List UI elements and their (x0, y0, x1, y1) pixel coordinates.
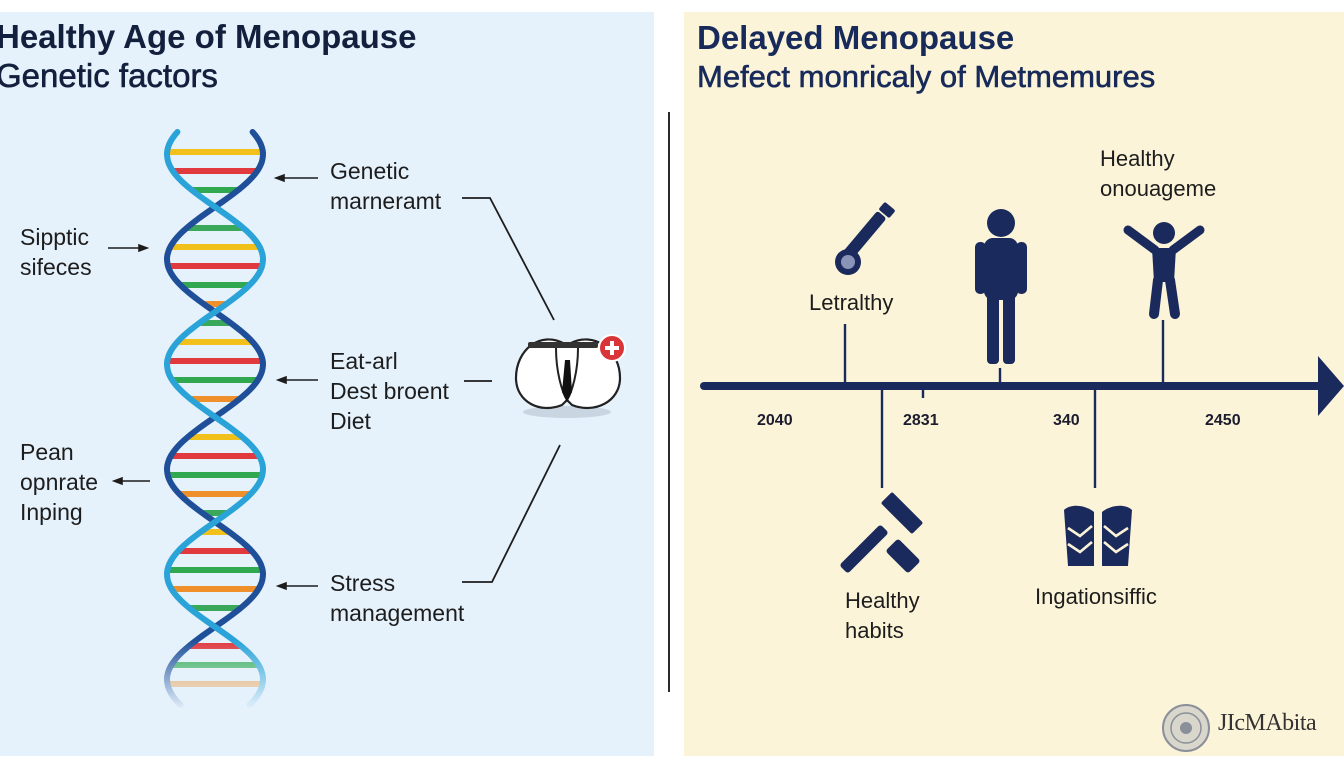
label-healthy-top: Healthy onouageme (1100, 146, 1217, 201)
thyroid-organ-icon (514, 334, 626, 418)
dna-base-pair (199, 320, 231, 326)
timeline-tick-4: 2450 (1205, 412, 1241, 429)
dna-base-pair (178, 548, 252, 554)
dna-base-pair (177, 339, 253, 345)
right-subtitle: Mefect monricaly of Metmemures (697, 59, 1156, 95)
dna-base-pair (170, 244, 260, 250)
dna-strand-b (163, 129, 267, 708)
timeline-tick-2: 2831 (903, 412, 939, 429)
label-healthy-habits: Healthy habits (845, 588, 920, 643)
left-title: Healthy Age of Menopause (0, 18, 417, 55)
dna-base-pair (167, 149, 263, 155)
panel-divider (668, 112, 670, 692)
dna-helix-icon (108, 129, 626, 710)
dna-base-pair (189, 605, 241, 611)
watermark-logo: JIcMAbita (1218, 710, 1317, 736)
label-pean: Pean opnrate Inping (20, 439, 99, 525)
dna-base-pair (186, 225, 244, 231)
arrows (108, 173, 318, 591)
hands-icon (1064, 505, 1132, 566)
dna-base-pair (171, 586, 259, 592)
standing-person-icon (975, 209, 1027, 364)
hammer-icon (840, 492, 923, 573)
dna-base-pair (187, 434, 243, 440)
dna-base-pair (167, 358, 263, 364)
timeline-arrowhead (1318, 356, 1344, 416)
dna-base-pair (172, 377, 258, 383)
dna-base-pair (180, 282, 250, 288)
label-eat: Eat-arl Dest broent Diet (330, 348, 449, 434)
dna-base-pair (179, 491, 251, 497)
label-genetic: Genetic marneramt (330, 158, 442, 214)
right-title: Delayed Menopause (697, 19, 1015, 56)
dna-base-pair (190, 396, 240, 402)
label-sipptic: Sipptic sifeces (20, 224, 92, 280)
wrench-icon (835, 202, 895, 275)
dna-base-pair (167, 567, 263, 573)
timeline-tick-3: 340 (1053, 412, 1080, 429)
dna-base-pair (172, 168, 258, 174)
timeline-tick-1: 2040 (757, 412, 793, 429)
dna-base-pair (170, 453, 260, 459)
dna-base-pair (191, 187, 239, 193)
dna-base-pair (167, 263, 262, 269)
connector-lines (462, 197, 561, 583)
timeline-connectors (843, 320, 1165, 488)
label-ingationsiffic: Ingationsiffic (1035, 584, 1157, 609)
label-letrathy: Letralthy (809, 290, 894, 315)
seal-icon (1162, 704, 1210, 752)
label-stress: Stress management (330, 570, 465, 626)
dna-fade (150, 640, 280, 710)
cheering-person-icon (1123, 222, 1205, 319)
left-subtitle: Genetic factors (0, 57, 218, 95)
dna-base-pair (167, 472, 263, 478)
